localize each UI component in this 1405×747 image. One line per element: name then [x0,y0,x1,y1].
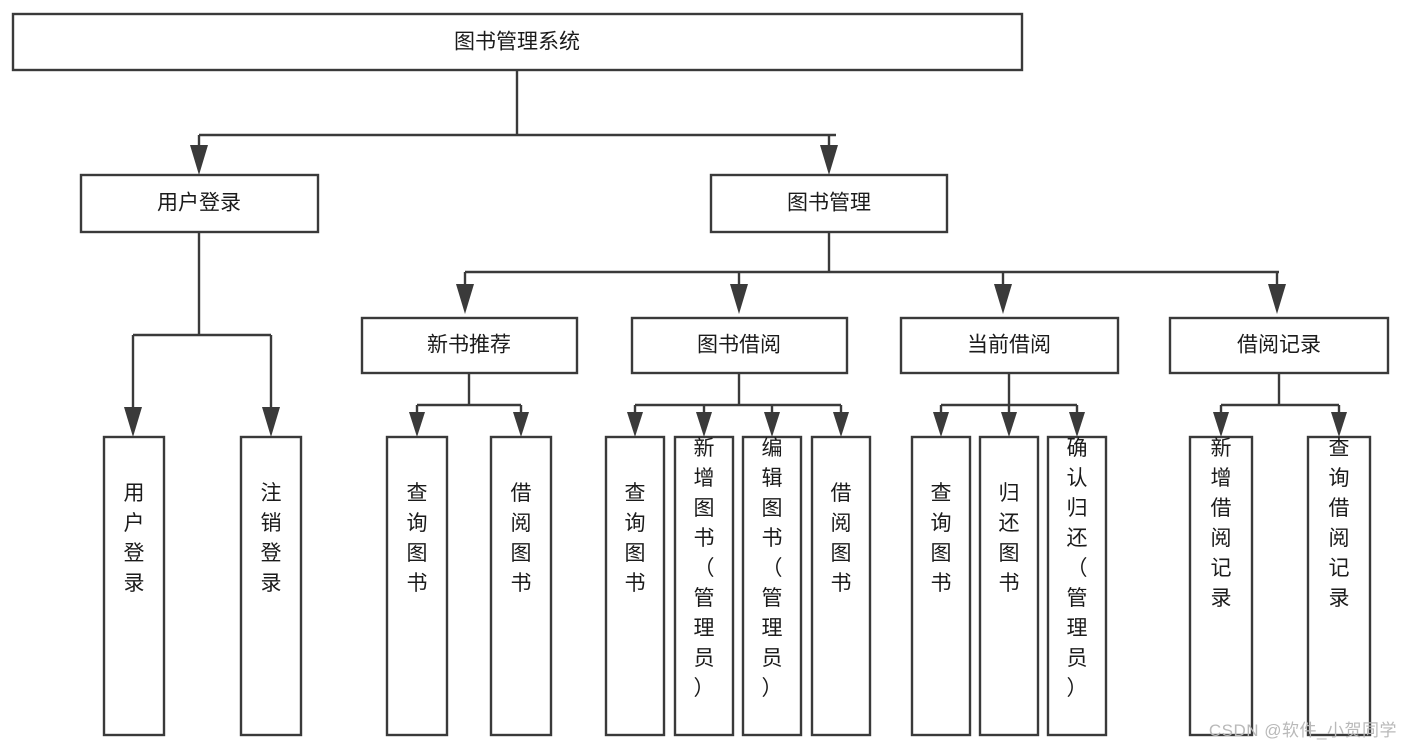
node-leaf-query-book-3[interactable]: 查询图书 [910,435,972,737]
node-leaf-user-login-label: 用户登录 [124,482,145,595]
node-leaf-query-record-box[interactable] [1306,435,1372,737]
node-leaf-query-book-3-label: 查询图书 [931,482,952,595]
node-new-book-recommend-box[interactable] [360,316,579,375]
node-book-borrow[interactable]: 图书借阅 [630,316,849,375]
node-leaf-return-book-box[interactable] [978,435,1040,737]
node-leaf-add-book-label: 新增图书（管理员） [694,437,715,700]
node-leaf-confirm-return-box[interactable] [1046,435,1108,737]
node-leaf-query-book-2[interactable]: 查询图书 [604,435,666,737]
node-leaf-query-book-2-label: 查询图书 [625,482,646,595]
node-leaf-logout-login-box[interactable] [239,435,303,737]
node-leaf-add-record-label: 新增借阅记录 [1211,437,1232,610]
csdn-watermark: CSDN @软件_小贺同学 [1208,721,1397,740]
arrow-icon-to-leaf-edit-book [764,412,780,437]
node-current-borrow-box[interactable] [899,316,1120,375]
arrow-icon-to-leaf-logout-login [262,407,280,437]
node-leaf-borrow-book-1-box[interactable] [489,435,553,737]
arrow-icon-to-current-borrow [994,284,1012,314]
node-leaf-query-book-1[interactable]: 查询图书 [385,435,449,737]
node-borrow-record-box[interactable] [1168,316,1390,375]
node-leaf-edit-book-label: 编辑图书（管理员） [762,437,783,700]
node-leaf-edit-book[interactable]: 编辑图书（管理员） [741,435,803,737]
node-borrow-record-label: 借阅记录 [1237,334,1321,357]
node-book-manage-box[interactable] [709,173,949,234]
node-user-login[interactable]: 用户登录 [79,173,320,234]
node-borrow-record[interactable]: 借阅记录 [1168,316,1390,375]
node-leaf-user-login[interactable]: 用户登录 [102,435,166,737]
node-book-manage[interactable]: 图书管理 [709,173,949,234]
arrow-icon-to-book-manage [820,145,838,175]
node-leaf-borrow-book-2[interactable]: 借阅图书 [810,435,872,737]
node-book-manage-label: 图书管理 [787,192,871,215]
arrow-icon-to-leaf-borrow-book-1 [513,412,529,437]
node-leaf-query-book-2-box[interactable] [604,435,666,737]
node-leaf-borrow-book-1-label: 借阅图书 [511,482,532,595]
node-leaf-borrow-book-2-box[interactable] [810,435,872,737]
node-leaf-user-login-box[interactable] [102,435,166,737]
arrow-icon-to-leaf-confirm-return [1069,412,1085,437]
node-root-label: 图书管理系统 [454,31,580,54]
arrow-icon-to-leaf-return-book [1001,412,1017,437]
arrow-icon-to-book-borrow [730,284,748,314]
node-leaf-borrow-book-2-label: 借阅图书 [831,482,852,595]
node-leaf-return-book[interactable]: 归还图书 [978,435,1040,737]
node-leaf-edit-book-box[interactable] [741,435,803,737]
node-leaf-add-record[interactable]: 新增借阅记录 [1188,435,1254,737]
node-new-book-recommend[interactable]: 新书推荐 [360,316,579,375]
arrow-icon-to-leaf-query-book-3 [933,412,949,437]
node-leaf-query-record[interactable]: 查询借阅记录 [1306,435,1372,737]
arrow-icon-to-leaf-query-book-1 [409,412,425,437]
arrow-icon-to-leaf-user-login [124,407,142,437]
node-leaf-logout-login[interactable]: 注销登录 [239,435,303,737]
node-leaf-confirm-return-label: 确认归还（管理员） [1067,437,1088,700]
node-book-borrow-box[interactable] [630,316,849,375]
arrow-icon-to-user-login [190,145,208,175]
node-root-box[interactable] [11,12,1024,72]
node-leaf-borrow-book-1[interactable]: 借阅图书 [489,435,553,737]
arrowhead-layer [124,145,1347,437]
node-leaf-query-book-3-box[interactable] [910,435,972,737]
arrow-icon-to-leaf-query-book-2 [627,412,643,437]
node-leaf-confirm-return[interactable]: 确认归还（管理员） [1046,435,1108,737]
node-leaf-query-record-label: 查询借阅记录 [1329,437,1350,610]
node-book-borrow-label: 图书借阅 [697,334,781,357]
node-leaf-logout-login-label: 注销登录 [261,482,282,595]
node-leaf-query-book-1-box[interactable] [385,435,449,737]
node-leaf-add-book-box[interactable] [673,435,735,737]
node-user-login-label: 用户登录 [157,192,241,215]
arrow-icon-to-leaf-add-record [1213,412,1229,437]
node-new-book-recommend-label: 新书推荐 [427,334,511,357]
arrow-icon-to-leaf-borrow-book-2 [833,412,849,437]
node-leaf-add-book[interactable]: 新增图书（管理员） [673,435,735,737]
arrow-icon-to-leaf-add-book [696,412,712,437]
node-leaf-query-book-1-label: 查询图书 [407,482,428,595]
node-current-borrow[interactable]: 当前借阅 [899,316,1120,375]
arrow-icon-to-borrow-record [1268,284,1286,314]
node-root[interactable]: 图书管理系统 [11,12,1024,72]
node-user-login-box[interactable] [79,173,320,234]
node-leaf-add-record-box[interactable] [1188,435,1254,737]
arrow-icon-to-new-book-recommend [456,284,474,314]
node-leaf-return-book-label: 归还图书 [999,482,1020,595]
node-current-borrow-label: 当前借阅 [967,334,1051,357]
arrow-icon-to-leaf-query-record [1331,412,1347,437]
